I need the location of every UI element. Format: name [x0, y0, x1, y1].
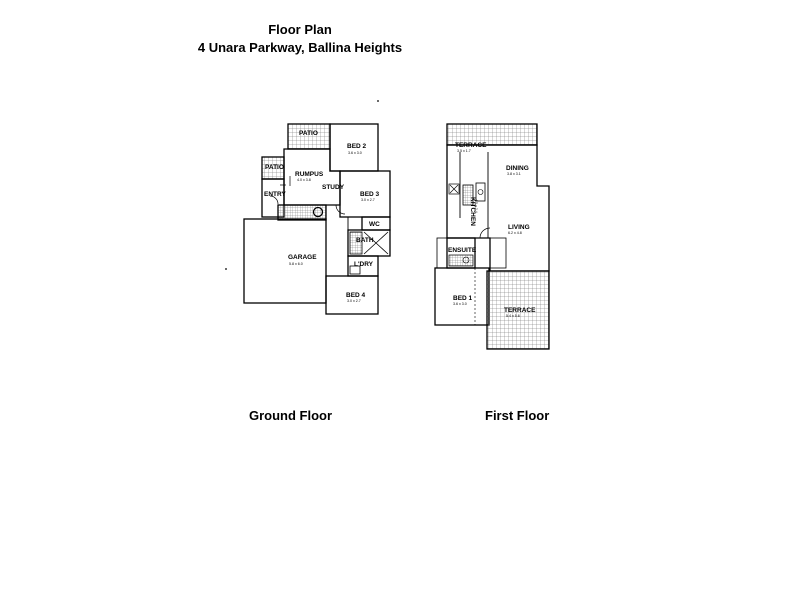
- first-floor-label: First Floor: [485, 408, 550, 423]
- ensuite-label: ENSUITE: [448, 247, 477, 254]
- garage-label: GARAGE: [288, 254, 317, 261]
- terrace-bottom-label: TERRACE: [504, 307, 536, 314]
- study-label: STUDY: [322, 184, 345, 191]
- kitchen-bench: [462, 184, 474, 206]
- patio-top-area: [287, 123, 331, 150]
- living-label: LIVING: [508, 224, 530, 231]
- patio-left-label: PATIO: [265, 164, 284, 171]
- ground-stairs: [277, 204, 327, 221]
- ground-floor-plan: [243, 123, 391, 315]
- property-address: 4 Unara Parkway, Ballina Heights: [197, 40, 403, 55]
- ldry-label: L'DRY: [354, 261, 374, 268]
- kitchen-dim: 4.5 x 2.4: [474, 199, 478, 213]
- garage-dim: 5.8 x 6.0: [289, 262, 303, 266]
- bed3-dim: 3.0 x 2.7: [361, 198, 375, 202]
- bed2-dim: 3.6 x 3.0: [348, 151, 362, 155]
- first-floor-plan: [434, 123, 550, 350]
- entry-label: ENTRY: [264, 191, 286, 198]
- entry-room: [261, 178, 285, 218]
- garage-room: [243, 218, 327, 304]
- terrace-top-dim: 3.5 x 1.7: [457, 149, 471, 153]
- dining-label: DINING: [506, 165, 529, 172]
- dining-dim: 3.8 x 3.1: [507, 172, 521, 176]
- bed2-label: BED 2: [347, 143, 367, 150]
- bath-label: BATH: [356, 237, 374, 244]
- rumpus-dim: 4.0 x 3.8: [297, 178, 311, 182]
- bed4-dim: 3.0 x 2.7: [347, 299, 361, 303]
- kitchen-label: KITCHEN: [469, 197, 476, 226]
- rumpus-label: RUMPUS: [295, 171, 324, 178]
- terrace-bottom-dim: 5.4 x 5.6: [506, 314, 520, 318]
- bed1-dim: 3.6 x 3.0: [453, 302, 467, 306]
- terrace-top-label: TERRACE: [455, 142, 487, 149]
- patio-top-label: PATIO: [299, 130, 318, 137]
- bed4-label: BED 4: [346, 292, 366, 299]
- bed4-room: [325, 275, 379, 315]
- plan-title: Floor Plan: [268, 22, 332, 37]
- bed3-label: BED 3: [360, 191, 380, 198]
- terrace-bottom-area: [486, 270, 550, 350]
- ground-floor-label: Ground Floor: [249, 408, 333, 423]
- bed1-label: BED 1: [453, 295, 473, 302]
- living-dim: 6.2 x 4.8: [508, 231, 522, 235]
- wc-label: WC: [369, 221, 380, 228]
